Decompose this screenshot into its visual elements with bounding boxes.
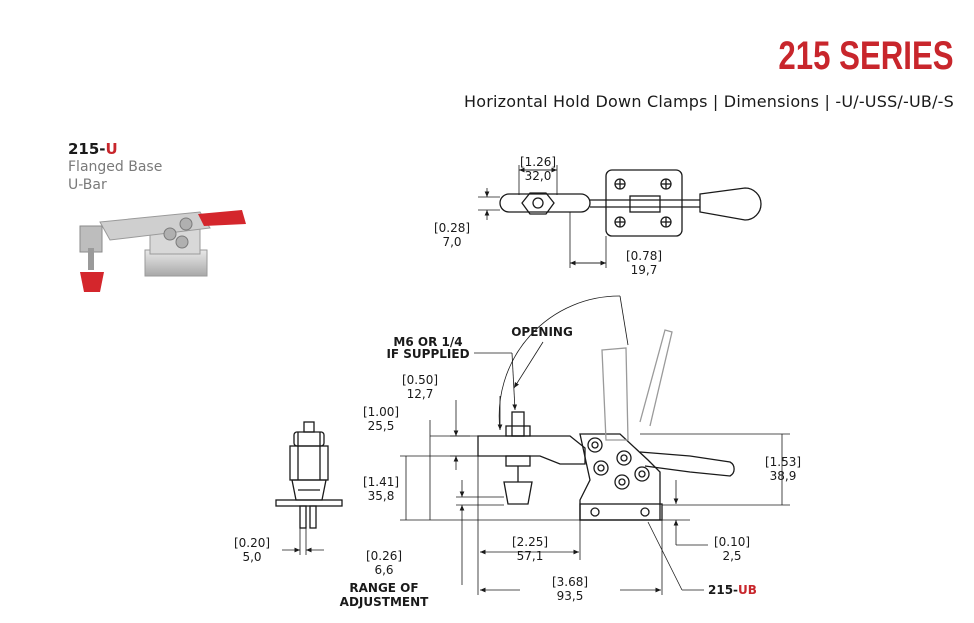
dim-100-in: [1.00] [363,405,399,419]
model-desc-bar: U-Bar [68,177,107,193]
label-thread: M6 OR 1/4 [393,335,462,349]
dim-top-base-in: [0.78] [626,249,662,263]
dim-050-in: [0.50] [402,373,438,387]
label-ub: 215-UB [708,583,757,597]
product-photo [79,210,246,292]
dim-368-in: [3.68] [552,575,588,589]
end-view [275,421,343,555]
label-ub-suffix: UB [738,583,757,597]
model-block: 215-U Flanged Base U-Bar [68,140,162,194]
label-range: RANGE OF [349,581,418,595]
model-code-prefix: 215- [68,140,106,158]
page-subtitle: Horizontal Hold Down Clamps | Dimensions… [464,92,954,111]
model-desc-base: Flanged Base [68,159,163,175]
model-code: 215-U [68,140,162,158]
dim-top-thick-in: [0.28] [434,221,470,235]
dim-026-in: [0.26] [366,549,402,563]
dim-225-in: [2.25] [512,535,548,549]
dim-020-in: [0.20] [234,536,270,550]
dim-368-mm: 93,5 [557,589,584,603]
dim-010-in: [0.10] [714,535,750,549]
dim-225-mm: 57,1 [517,549,544,563]
dim-141-mm: 35,8 [368,489,395,503]
model-code-suffix: U [105,140,118,158]
label-adjustment: ADJUSTMENT [340,595,429,609]
dim-026-mm: 6,6 [374,563,393,577]
dim-top-base-mm: 19,7 [631,263,658,277]
dim-153-in: [1.53] [765,455,801,469]
dim-050-mm: 12,7 [407,387,434,401]
label-opening: OPENING [511,325,573,339]
dim-top-width-mm: 32,0 [525,169,552,183]
dim-top-width-in: [1.26] [520,155,556,169]
dim-010-mm: 2,5 [722,549,741,563]
label-thread-note: IF SUPPLIED [386,347,469,361]
dim-020-mm: 5,0 [242,550,261,564]
front-view [400,295,790,595]
top-view [478,165,762,268]
dim-100-mm: 25,5 [368,419,395,433]
series-title: 215 SERIES [778,34,954,78]
dim-top-thick-mm: 7,0 [442,235,461,249]
label-ub-prefix: 215- [708,583,738,597]
dim-153-mm: 38,9 [770,469,797,483]
dim-141-in: [1.41] [363,475,399,489]
